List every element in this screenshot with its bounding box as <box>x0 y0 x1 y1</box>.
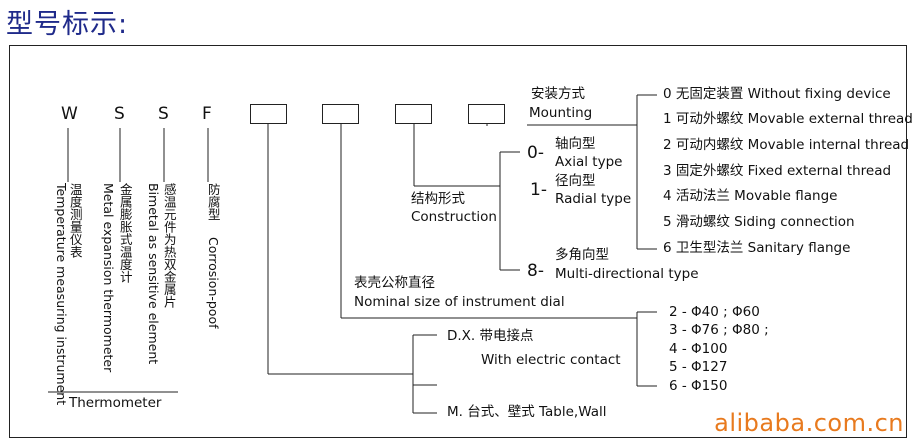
construction-option-8-cn: 多角向型 <box>555 247 609 263</box>
dial-cn: 表壳公称直径 <box>354 275 435 291</box>
dial-option-2: 2 - Φ40 ; Φ60 <box>669 304 760 320</box>
code-box-mounting <box>468 104 505 124</box>
mounting-option-4: 4 活动法兰 Movable flange <box>663 188 838 204</box>
code-letter-w: W <box>61 104 78 124</box>
construction-code-8: 8- <box>527 261 544 281</box>
construction-option-8-en: Multi-directional type <box>555 266 699 282</box>
dial-option-4: 4 - Φ100 <box>669 341 728 357</box>
mounting-en: Mounting <box>529 105 593 121</box>
construction-code-0: 0- <box>527 143 544 163</box>
page-title: 型号标示: <box>6 9 129 40</box>
dial-option-3: 3 - Φ76 ; Φ80 ; <box>669 322 769 338</box>
s2-desc-cn: 感温元件为热双金属片 <box>161 183 177 308</box>
s1-desc-cn: 金属膨胀式温度计 <box>117 183 133 283</box>
diagram-frame <box>9 45 907 438</box>
watermark-logo: alibaba.com.cn <box>714 409 904 437</box>
code-box-construction <box>395 104 432 124</box>
code-letter-s1: S <box>114 104 125 124</box>
code-box-contact <box>250 104 287 124</box>
f-desc-en: Corrosion-poof <box>205 237 221 329</box>
mounting-cn: 安装方式 <box>531 86 585 102</box>
f-desc-cn: 防腐型 <box>205 183 221 221</box>
mounting-option-0: 0 无固定装置 Without fixing device <box>663 86 891 102</box>
contact-dx-en: With electric contact <box>481 352 621 368</box>
construction-option-1-en: Radial type <box>555 191 632 207</box>
construction-code-1: 1- <box>530 180 547 200</box>
dial-option-6: 6 - Φ150 <box>669 378 728 394</box>
code-letter-s2: S <box>158 104 169 124</box>
w-desc-en: Temperature measuring instrument <box>53 183 69 406</box>
dial-option-5: 5 - Φ127 <box>669 359 728 375</box>
mounting-option-5: 5 滑动螺纹 Siding connection <box>663 214 855 230</box>
s2-desc-en: Bimetal as sensitive element <box>145 183 161 365</box>
contact-m: M. 台式、壁式 Table,Wall <box>447 404 607 420</box>
mounting-option-1: 1 可动外螺纹 Movable external thread <box>663 111 913 127</box>
construction-en: Construction <box>411 209 497 225</box>
dial-en: Nominal size of instrument dial <box>354 294 565 310</box>
thermometer-label: Thermometer <box>69 395 162 411</box>
mounting-option-3: 3 固定外螺纹 Fixed external thread <box>663 163 892 179</box>
construction-option-1-cn: 径向型 <box>555 173 596 189</box>
construction-option-0-cn: 轴向型 <box>555 136 596 152</box>
construction-cn: 结构形式 <box>411 191 465 207</box>
mounting-option-2: 2 可动内螺纹 Movable internal thread <box>663 137 910 153</box>
code-letter-f: F <box>202 104 212 124</box>
contact-dx: D.X. 带电接点 <box>447 328 534 344</box>
construction-option-0-en: Axial type <box>555 154 623 170</box>
s1-desc-en: Metal expansion thermometer <box>100 183 116 373</box>
w-desc-cn: 温度测量仪表 <box>67 183 83 258</box>
mounting-option-6: 6 卫生型法兰 Sanitary flange <box>663 240 851 256</box>
code-box-dial <box>322 104 359 124</box>
